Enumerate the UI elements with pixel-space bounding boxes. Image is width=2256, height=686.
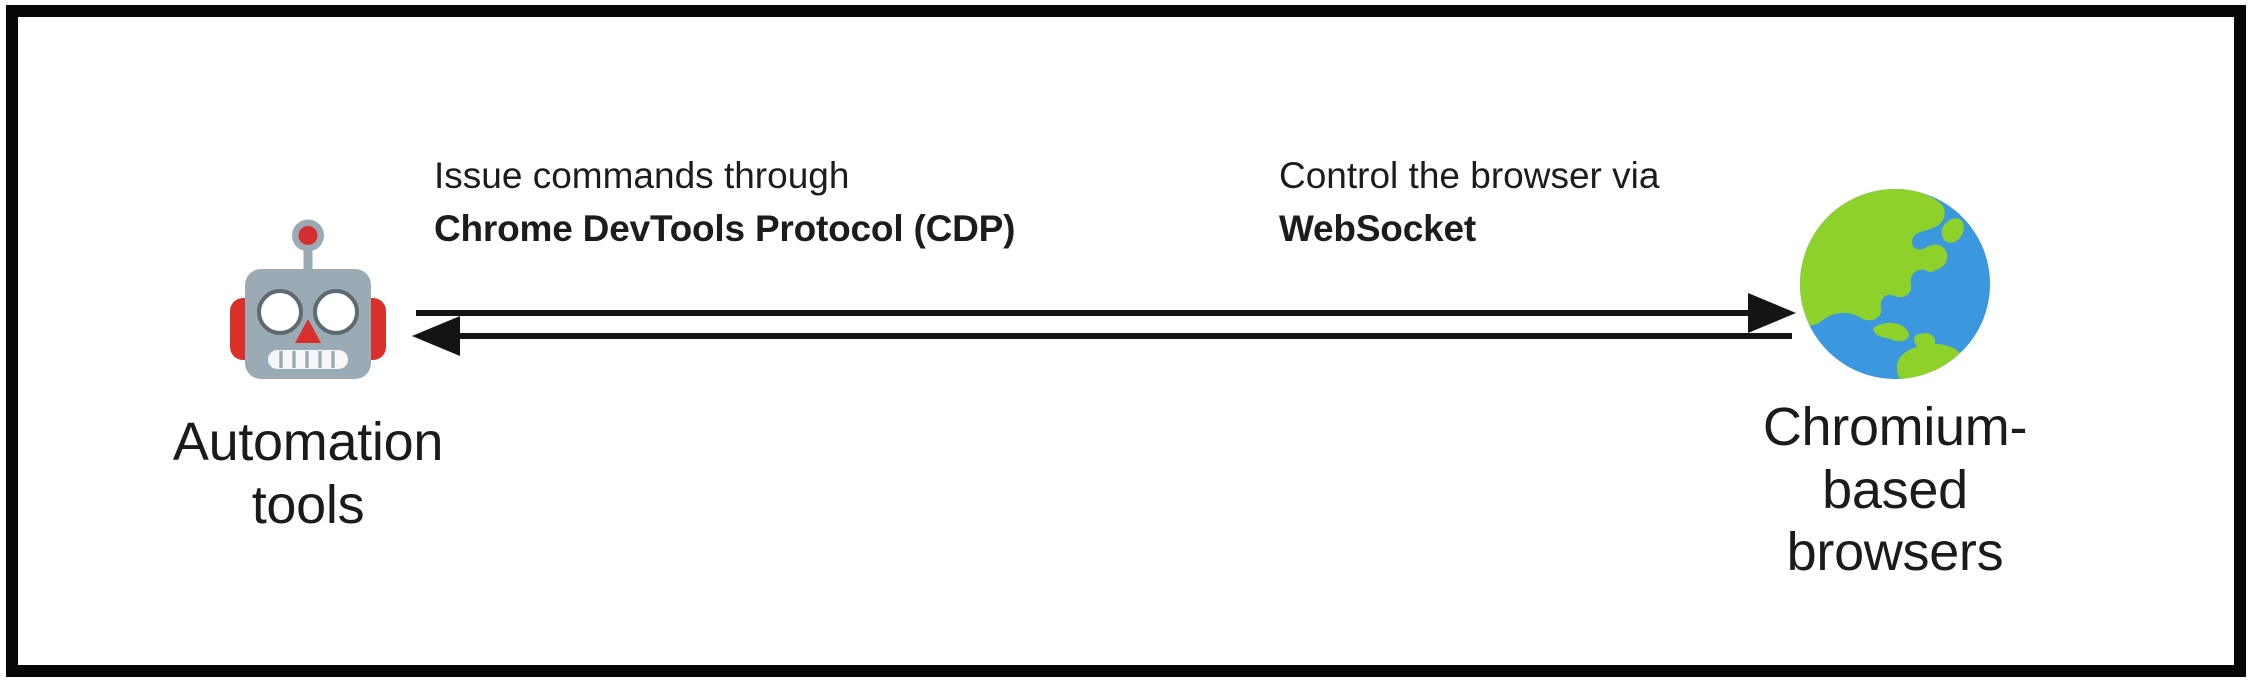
edge-label-cdp-line1: Issue commands through xyxy=(434,155,850,196)
arrow-to-tools xyxy=(412,316,1792,356)
node-chromium-browsers-label: Chromium-based browsers xyxy=(1762,397,2028,583)
arrow-pair xyxy=(404,290,1804,360)
edge-label-websocket: Control the browser via WebSocket xyxy=(1279,152,1659,253)
edge-label-websocket-line2: WebSocket xyxy=(1279,208,1476,250)
node-automation-tools-label: Automation tools xyxy=(172,412,444,535)
edge-label-cdp-line2: Chrome DevTools Protocol (CDP) xyxy=(434,208,1016,250)
arrow-to-browser xyxy=(416,293,1796,333)
globe-icon xyxy=(1797,186,1993,382)
edge-label-websocket-line1: Control the browser via xyxy=(1279,155,1660,196)
node-chromium-browsers[interactable]: Chromium-based browsers xyxy=(1700,186,2090,584)
edge-label-cdp: Issue commands through Chrome DevTools P… xyxy=(434,152,1015,253)
robot-icon xyxy=(217,215,399,397)
node-automation-tools[interactable]: Automation tools xyxy=(118,215,498,536)
